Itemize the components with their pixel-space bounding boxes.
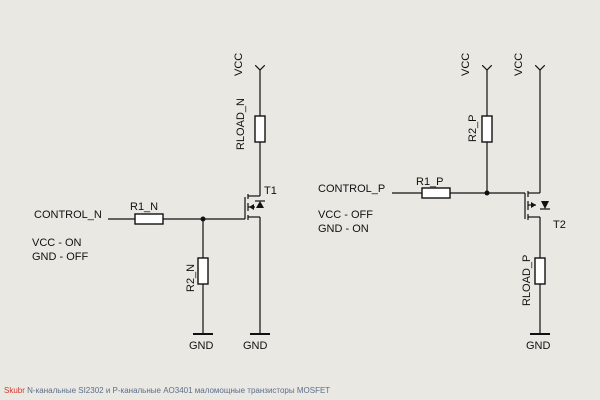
caption-text: N-канальные SI2302 и P-канальные AO3401 … [27,386,331,395]
resistor-rload-n [254,115,266,143]
t1-body-arrow [249,204,254,210]
resistor-r2-n [197,257,209,285]
r2-n-label: R2_N [185,264,197,292]
t1-label: T1 [264,185,277,197]
resistor-r1-p [421,187,451,199]
truth-p-vcc: VCC - OFF [318,209,373,221]
ground-p-label: GND [526,340,551,352]
control-n-label: CONTROL_N [34,209,102,221]
ground-n-right-label: GND [243,340,268,352]
mosfet-t1: T1 [244,185,277,220]
control-p-label: CONTROL_P [318,183,385,195]
vcc-p-left-label: VCC [460,53,472,76]
brand-logo-text: Skubr [4,386,25,395]
t2-body-arrow [531,202,536,208]
r2-p-label: R2_P [467,114,479,142]
vcc-n-label: VCC [233,53,245,76]
mosfet-t2: T2 [524,191,566,231]
t1-diode-triangle [256,201,264,208]
truth-n-gnd: GND - OFF [32,251,88,263]
image-caption: Skubr N-канальные SI2302 и P-канальные A… [4,386,330,395]
resistor-r2-p [481,115,493,143]
r1-p-label: R1_P [416,176,444,188]
circuit-p-channel: CONTROL_P R1_P VCC R2_P VCC T2 RLOA [318,53,566,352]
rload-p-label: RLOAD_P [521,255,533,306]
truth-n-vcc: VCC - ON [32,237,82,249]
rload-n-label: RLOAD_N [235,98,247,150]
t2-diode-triangle [541,201,549,209]
r1-n-label: R1_N [130,201,158,213]
ground-n-left-label: GND [189,340,214,352]
vcc-p-right-label: VCC [513,53,525,76]
resistor-r1-n [134,213,164,225]
t2-label: T2 [553,219,566,231]
resistor-rload-p [534,257,546,285]
truth-p-gnd: GND - ON [318,223,369,235]
circuit-n-channel: CONTROL_N R1_N R2_N GND T1 VCC RLOAD [32,53,277,352]
